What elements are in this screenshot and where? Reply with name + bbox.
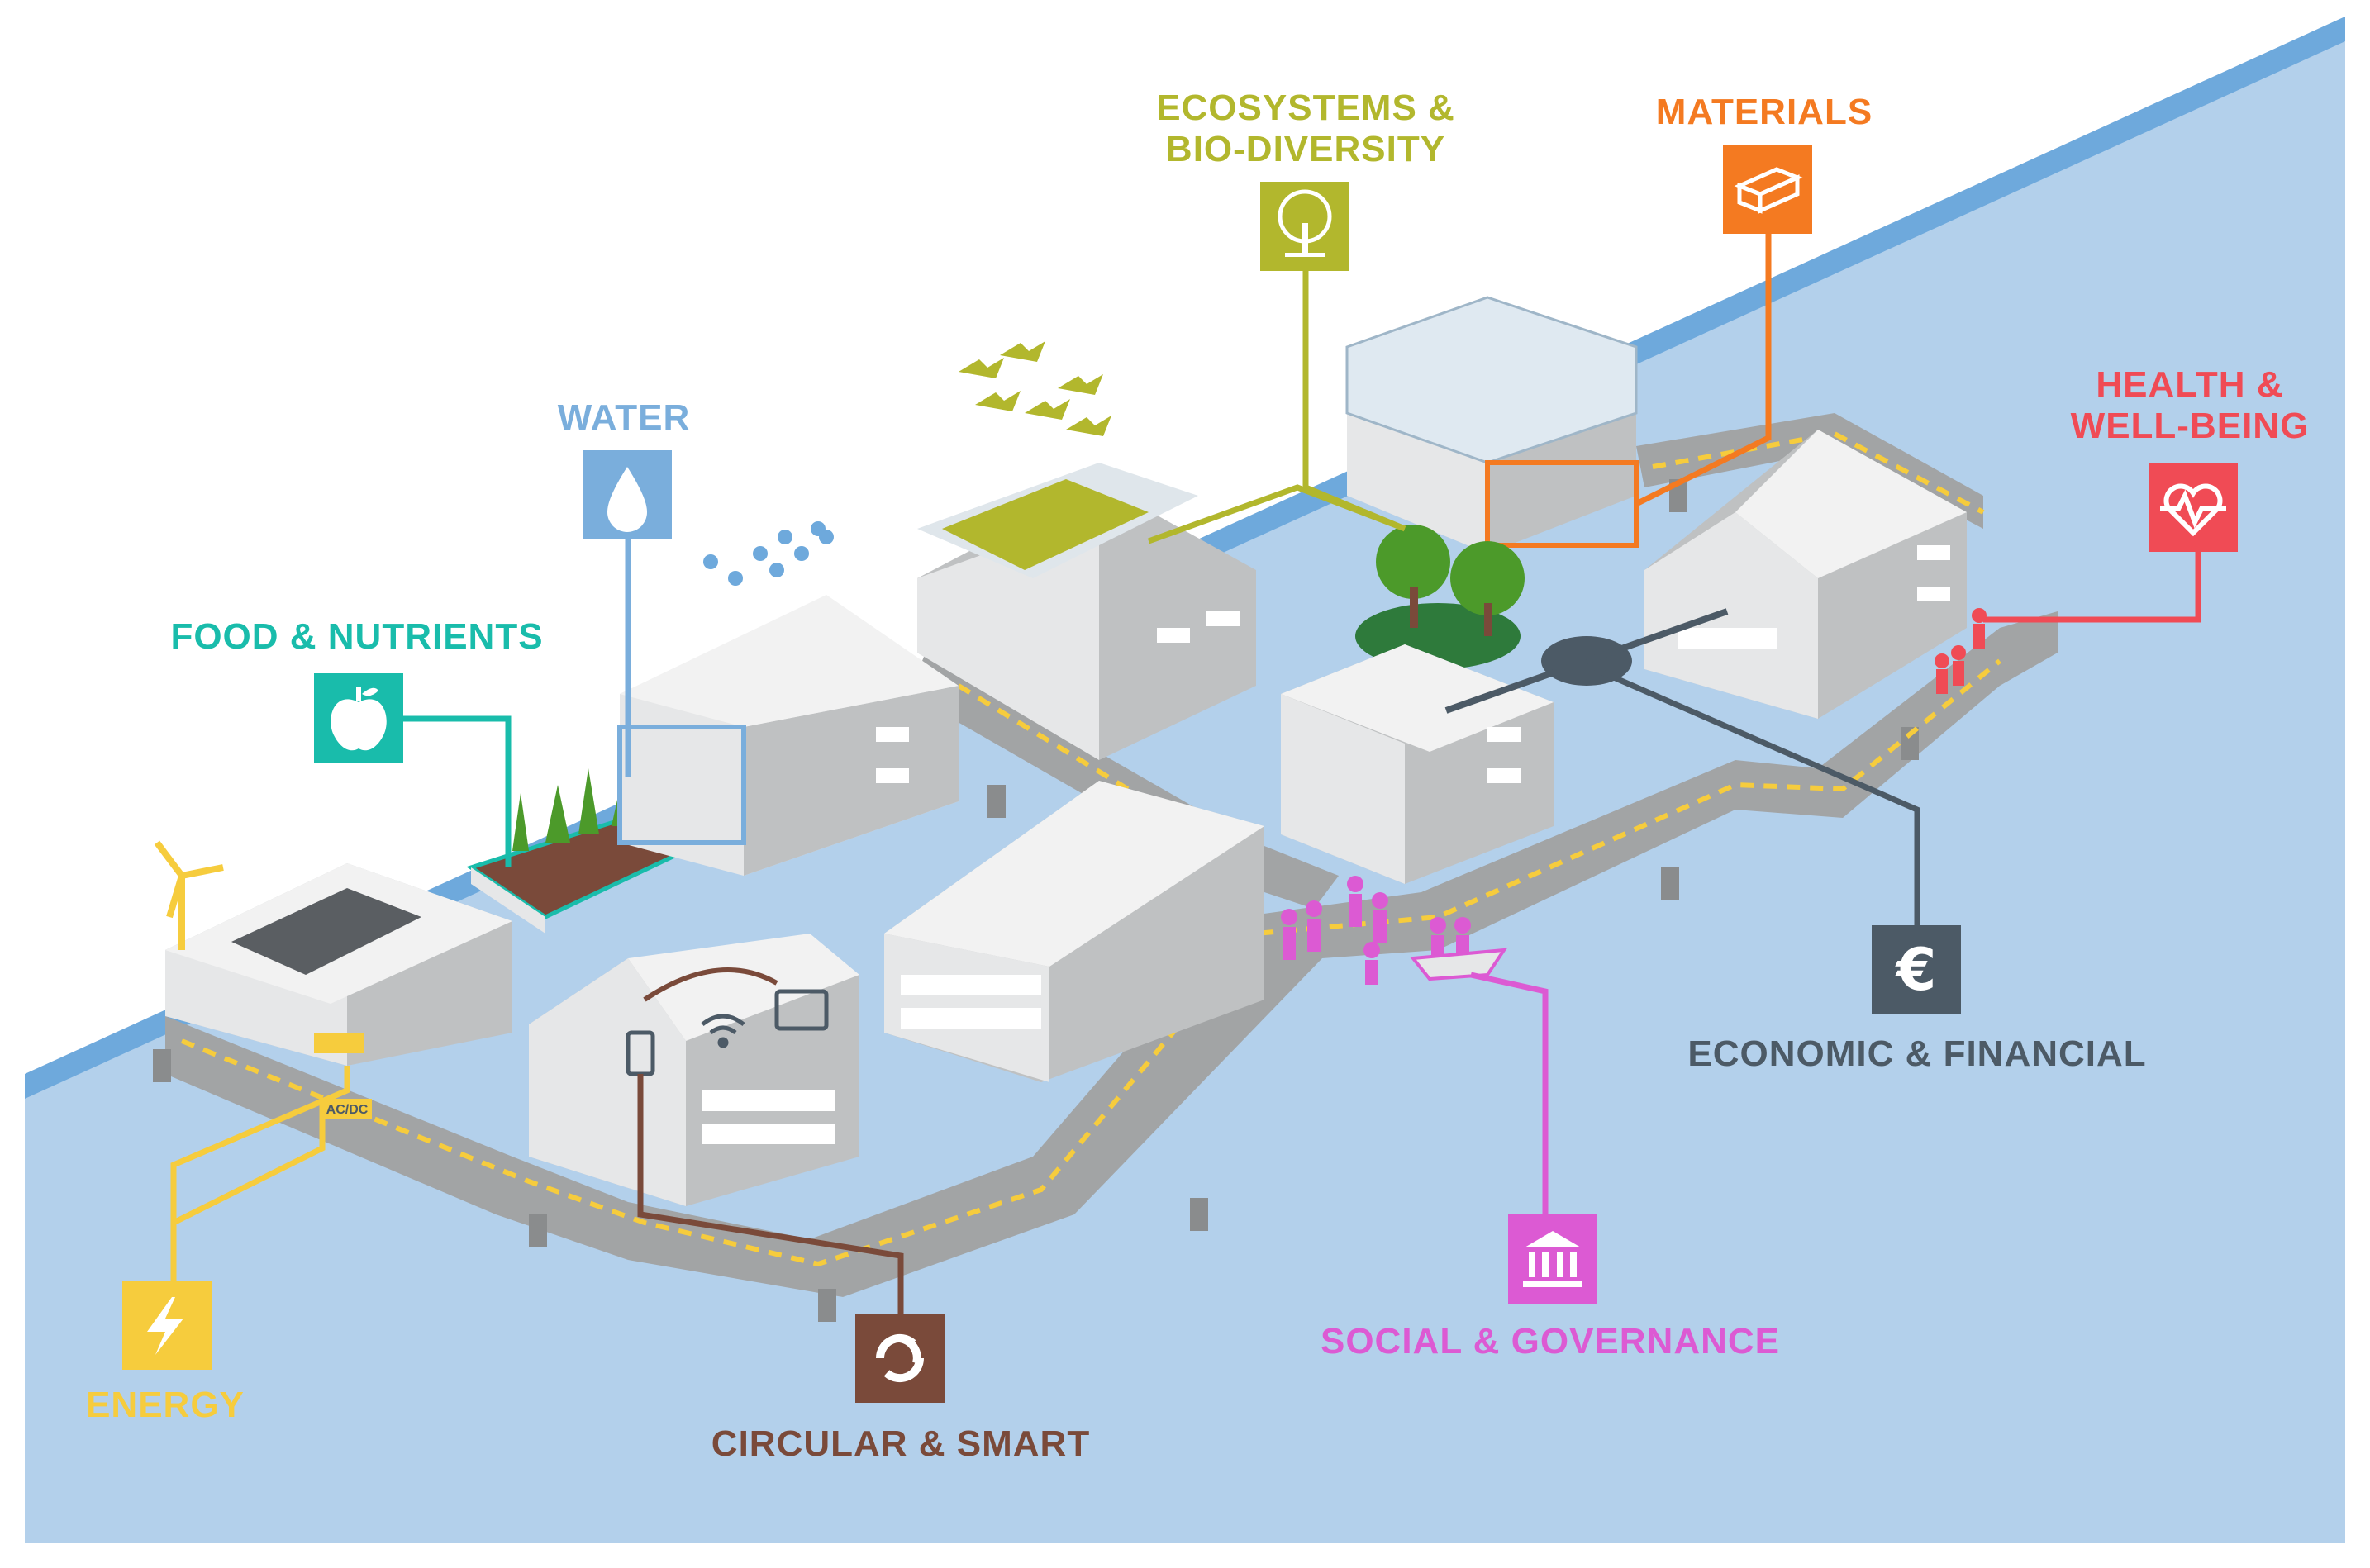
wifi-icon: [701, 1014, 745, 1048]
circular-theme[interactable]: CIRCULAR & SMART: [711, 1314, 1090, 1464]
lightning-icon: [147, 1297, 183, 1355]
heartbeat-icon: [2160, 483, 2226, 537]
water-body: [25, 17, 2345, 1543]
ecosystems-theme[interactable]: ECOSYSTEMS & BIO-DIVERSITY: [1156, 88, 1455, 271]
ecosystems-label-line1: ECOSYSTEMS &: [1156, 88, 1455, 128]
svg-text:AC/DC: AC/DC: [326, 1103, 369, 1117]
sync-arrow-icon: [643, 967, 778, 1002]
apple-icon: [331, 687, 387, 751]
food-theme[interactable]: FOOD & NUTRIENTS: [170, 616, 543, 763]
office-building-middle: [1281, 644, 1554, 884]
tree-icon: [1278, 189, 1332, 257]
economic-theme[interactable]: € ECONOMIC & FINANCIAL: [1687, 925, 2146, 1074]
greenhouse-building: [1345, 296, 1639, 554]
water-label: WATER: [558, 397, 691, 438]
institution-icon: [1523, 1231, 1582, 1287]
health-theme[interactable]: HEALTH & WELL-BEING: [2071, 364, 2310, 552]
wind-turbine-icon: [154, 840, 224, 950]
recycle-arrows-icon: [875, 1333, 925, 1383]
euro-icon: €: [1895, 936, 1937, 1004]
health-house: [1644, 430, 1967, 719]
water-house: [617, 595, 959, 876]
circular-label: CIRCULAR & SMART: [711, 1423, 1090, 1464]
runners-icon: [1935, 608, 1987, 694]
green-roof-building: [917, 463, 1256, 760]
economic-label: ECONOMIC & FINANCIAL: [1687, 1033, 2146, 1074]
water-drop-icon: [607, 467, 647, 532]
social-label: SOCIAL & GOVERNANCE: [1321, 1321, 1780, 1361]
energy-house: [154, 840, 512, 1066]
boat-icon: [1410, 948, 1507, 981]
food-label: FOOD & NUTRIENTS: [170, 616, 543, 657]
ecosystems-label-line2: BIO-DIVERSITY: [1166, 129, 1445, 169]
materials-label: MATERIALS: [1656, 92, 1873, 132]
energy-theme[interactable]: ENERGY: [86, 1281, 245, 1425]
smart-house: [529, 934, 859, 1206]
health-label-line2: WELL-BEING: [2071, 406, 2310, 446]
energy-label: ENERGY: [86, 1385, 245, 1425]
tablet-icon: [774, 989, 829, 1031]
leader-lines: [170, 223, 2201, 1314]
water-theme[interactable]: WATER: [558, 397, 691, 539]
health-label-line1: HEALTH &: [2096, 364, 2283, 405]
brick-icon: [1734, 167, 1803, 214]
people-group-icon: [1281, 876, 1471, 985]
birds-icon: [959, 341, 1111, 436]
large-block-building: [884, 781, 1264, 1082]
inverter-tag: AC/DC: [322, 1099, 372, 1119]
rain-drops-icon: [703, 521, 834, 586]
materials-theme[interactable]: MATERIALS: [1656, 92, 1873, 234]
social-theme[interactable]: SOCIAL & GOVERNANCE: [1321, 1214, 1780, 1361]
